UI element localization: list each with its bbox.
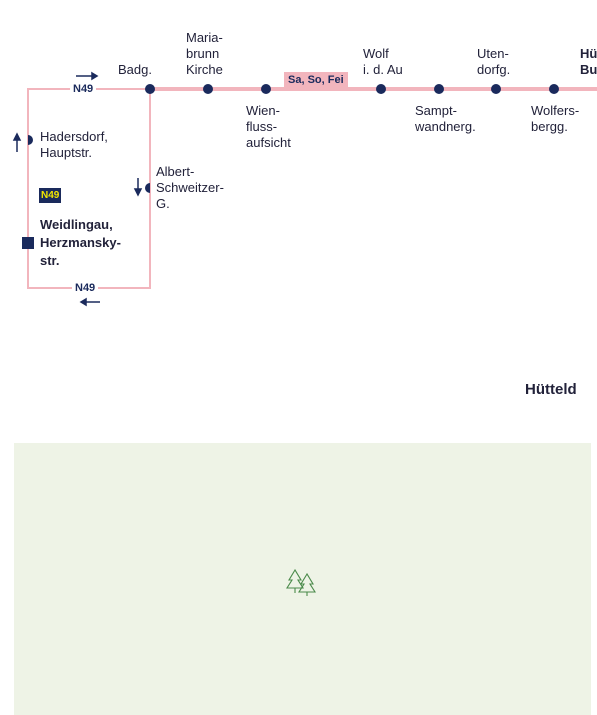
service-days-badge: Sa, So, Fei xyxy=(284,72,348,88)
area-label: Hütteld xyxy=(525,381,577,398)
label-uten: Uten- dorfg. xyxy=(477,46,511,77)
label-cut-top: Hü Bu xyxy=(580,46,597,77)
label-albert: Albert- Schweitzer- G. xyxy=(156,164,224,211)
loop-line xyxy=(27,88,151,289)
stop-albert xyxy=(145,183,150,193)
label-wienfluss: Wien- fluss- aufsicht xyxy=(246,103,291,150)
label-hadersdorf: Hadersdorf, Hauptstr. xyxy=(40,129,108,160)
line-badge-terminal: N49 xyxy=(39,188,62,203)
arrow-right-icon xyxy=(76,71,99,81)
label-sampt: Sampt- wandnerg. xyxy=(415,103,476,134)
line-tag-bottom: N49 xyxy=(72,281,99,295)
arrow-up-icon xyxy=(12,132,22,152)
label-badg: Badg. xyxy=(118,62,152,77)
label-maria-brunn: Maria- brunn Kirche xyxy=(186,30,223,77)
stop-badg xyxy=(145,84,155,94)
trees-icon xyxy=(286,568,316,596)
stop-sampt xyxy=(434,84,444,94)
stop-wolf xyxy=(376,84,386,94)
arrow-down-icon xyxy=(133,178,143,197)
stop-wienfluss xyxy=(261,84,271,94)
label-wolfers: Wolfers- bergg. xyxy=(531,103,580,134)
stop-wolfers xyxy=(549,84,559,94)
stop-uten xyxy=(491,84,501,94)
label-terminal: Weidlingau, Herzmansky- str. xyxy=(40,217,121,268)
arrow-left-icon xyxy=(79,297,100,307)
stop-terminal xyxy=(22,237,34,249)
line-tag-top: N49 xyxy=(70,82,97,96)
stop-hadersdorf xyxy=(28,135,33,145)
stop-maria-brunn xyxy=(203,84,213,94)
forest-area xyxy=(14,443,591,715)
label-wolf: Wolf i. d. Au xyxy=(363,46,403,77)
